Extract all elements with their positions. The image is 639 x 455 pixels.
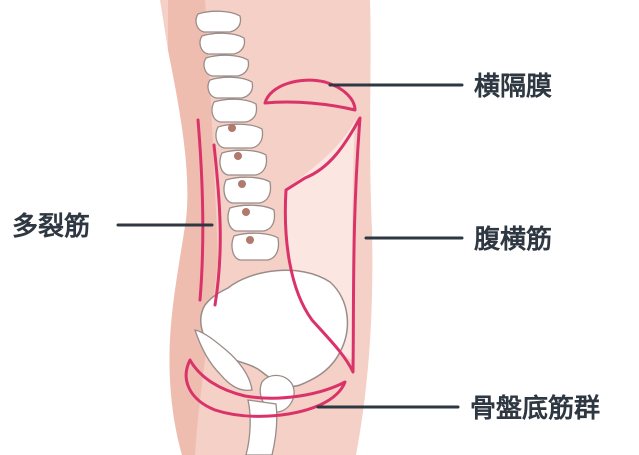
vertebra (220, 150, 267, 175)
vertebra (200, 33, 245, 54)
vertebra (228, 205, 275, 231)
vertebra (204, 55, 249, 76)
vertebra (232, 233, 279, 260)
label-pelvic-floor: 骨盤底筋群 (470, 393, 600, 424)
vertebra (208, 77, 253, 98)
vertebra (196, 11, 241, 32)
vertebra (216, 124, 263, 148)
label-transversus-abdominis: 腹横筋 (473, 224, 552, 255)
vertebra (212, 99, 257, 122)
label-diaphragm: 横隔膜 (474, 72, 552, 102)
label-multifidus: 多裂筋 (12, 211, 90, 242)
vertebra (224, 177, 271, 203)
femur-top (246, 400, 277, 455)
